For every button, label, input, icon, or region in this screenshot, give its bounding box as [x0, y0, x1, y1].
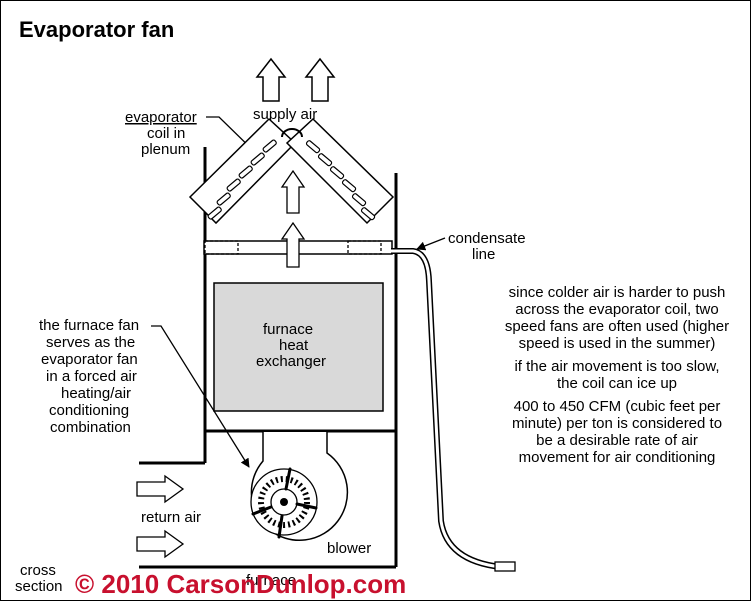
note-3-line-2: minute) per ton is considered to [512, 415, 722, 432]
supply-air-label: supply air [253, 106, 317, 123]
return-air-arrow-lower [136, 529, 185, 559]
furnace-fan-label-line4: in a forced air [46, 368, 137, 385]
note-1-line-1: since colder air is harder to push [509, 284, 726, 301]
heat-exchanger-label-line1: furnace [263, 321, 313, 338]
furnace-fan-label-line2: serves as the [46, 334, 135, 351]
cross-section-label-line2: section [15, 578, 63, 595]
blower-blades [251, 467, 318, 539]
blower-hub [280, 498, 288, 506]
note-3-line-1: 400 to 450 CFM (cubic feet per [514, 398, 721, 415]
note-1-line-3: speed fans are often used (higher [505, 318, 729, 335]
note-3-line-4: movement for air conditioning [519, 449, 716, 466]
condensate-line [391, 248, 502, 570]
airflow-arrow-upper [280, 169, 306, 214]
furnace-fan-label-line7: combination [50, 419, 131, 436]
note-1-line-2: across the evaporator coil, two [515, 301, 718, 318]
evaporator-label-line1: evaporator [125, 109, 197, 126]
supply-air-arrow-left [255, 57, 287, 102]
heat-exchanger-label-line3: exchanger [256, 353, 326, 370]
coil-fins [207, 139, 376, 221]
note-3-line-3: be a desirable rate of air [536, 432, 698, 449]
note-2-line-1: if the air movement is too slow, [514, 358, 719, 375]
notes-block: since colder air is harder to push acros… [505, 284, 729, 466]
condensate-label-line2: line [472, 246, 495, 263]
supply-air-arrow-right [304, 57, 336, 102]
return-air-arrow-upper [136, 474, 185, 504]
furnace-fan-leader-line [151, 325, 250, 468]
copyright-notice: © 2010 CarsonDunlop.com [75, 569, 406, 599]
note-1-line-4: speed is used in the summer) [519, 335, 716, 352]
condensate-label-line1: condensate [448, 230, 526, 247]
condensate-leader-line [416, 237, 446, 251]
condensate-drain-fitting [494, 561, 516, 572]
heat-exchanger [213, 282, 384, 412]
furnace-fan-label-line5: heating/air [61, 385, 131, 402]
airflow-arrow-lower [280, 221, 306, 268]
return-air-label: return air [141, 509, 201, 526]
coil-apex-tube [281, 128, 303, 138]
evaporator-label-line2: coil in [147, 125, 185, 142]
evaporator-label-line3: plenum [141, 141, 190, 158]
furnace-label: furnace [246, 572, 296, 589]
furnace-fan-label-line1: the furnace fan [39, 317, 139, 334]
furnace-fan-label-line6: conditioning [49, 402, 129, 419]
note-2-line-2: the coil can ice up [557, 375, 677, 392]
blower-label: blower [327, 540, 371, 557]
cross-section-label-line1: cross [20, 562, 56, 579]
furnace-fan-label-line3: evaporator fan [41, 351, 138, 368]
diagram-title: Evaporator fan [19, 17, 174, 42]
heat-exchanger-label-line2: heat [279, 337, 309, 354]
